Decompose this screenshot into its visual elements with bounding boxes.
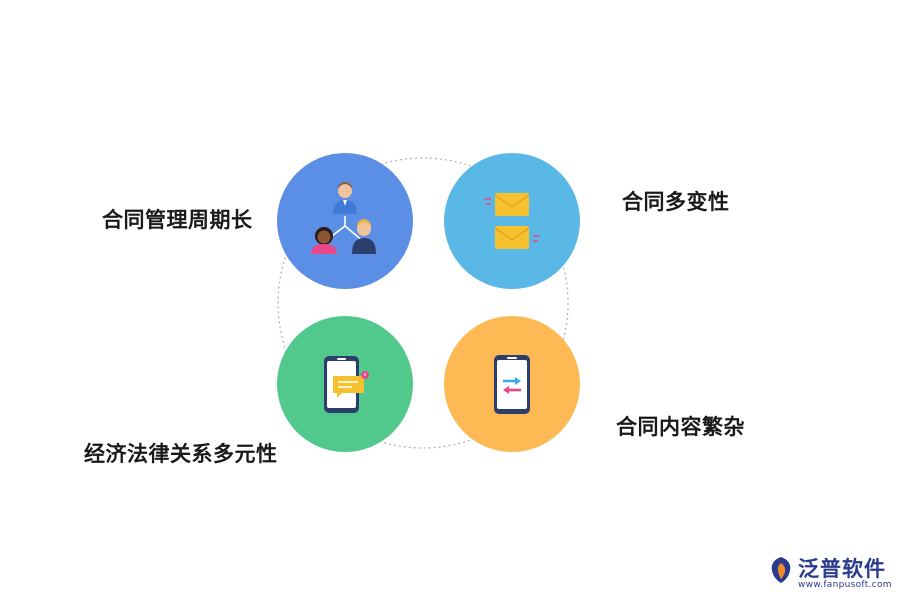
logo-url: www.fanpusoft.com — [798, 580, 892, 590]
node-circle-br — [444, 316, 580, 452]
brand-logo: 泛普软件 www.fanpusoft.com — [768, 553, 893, 599]
node-circle-bl — [277, 316, 413, 452]
mail-envelopes-icon — [484, 193, 540, 249]
node-circle-tl — [277, 153, 413, 289]
label-manage-cycle: 合同管理周期长 — [102, 208, 253, 232]
label-legal-diversity: 经济法律关系多元性 — [84, 442, 278, 466]
node-circle-tr — [444, 153, 580, 289]
dotted-ring — [277, 157, 569, 449]
label-variability: 合同多变性 — [622, 190, 730, 214]
people-hierarchy-icon — [311, 182, 376, 254]
logo-mark-icon — [771, 557, 791, 583]
label-content-complexity: 合同内容繁杂 — [616, 415, 745, 439]
logo-name: 泛普软件 — [798, 557, 886, 581]
phone-transfer-icon — [494, 355, 530, 414]
phone-notification-icon — [324, 356, 369, 413]
